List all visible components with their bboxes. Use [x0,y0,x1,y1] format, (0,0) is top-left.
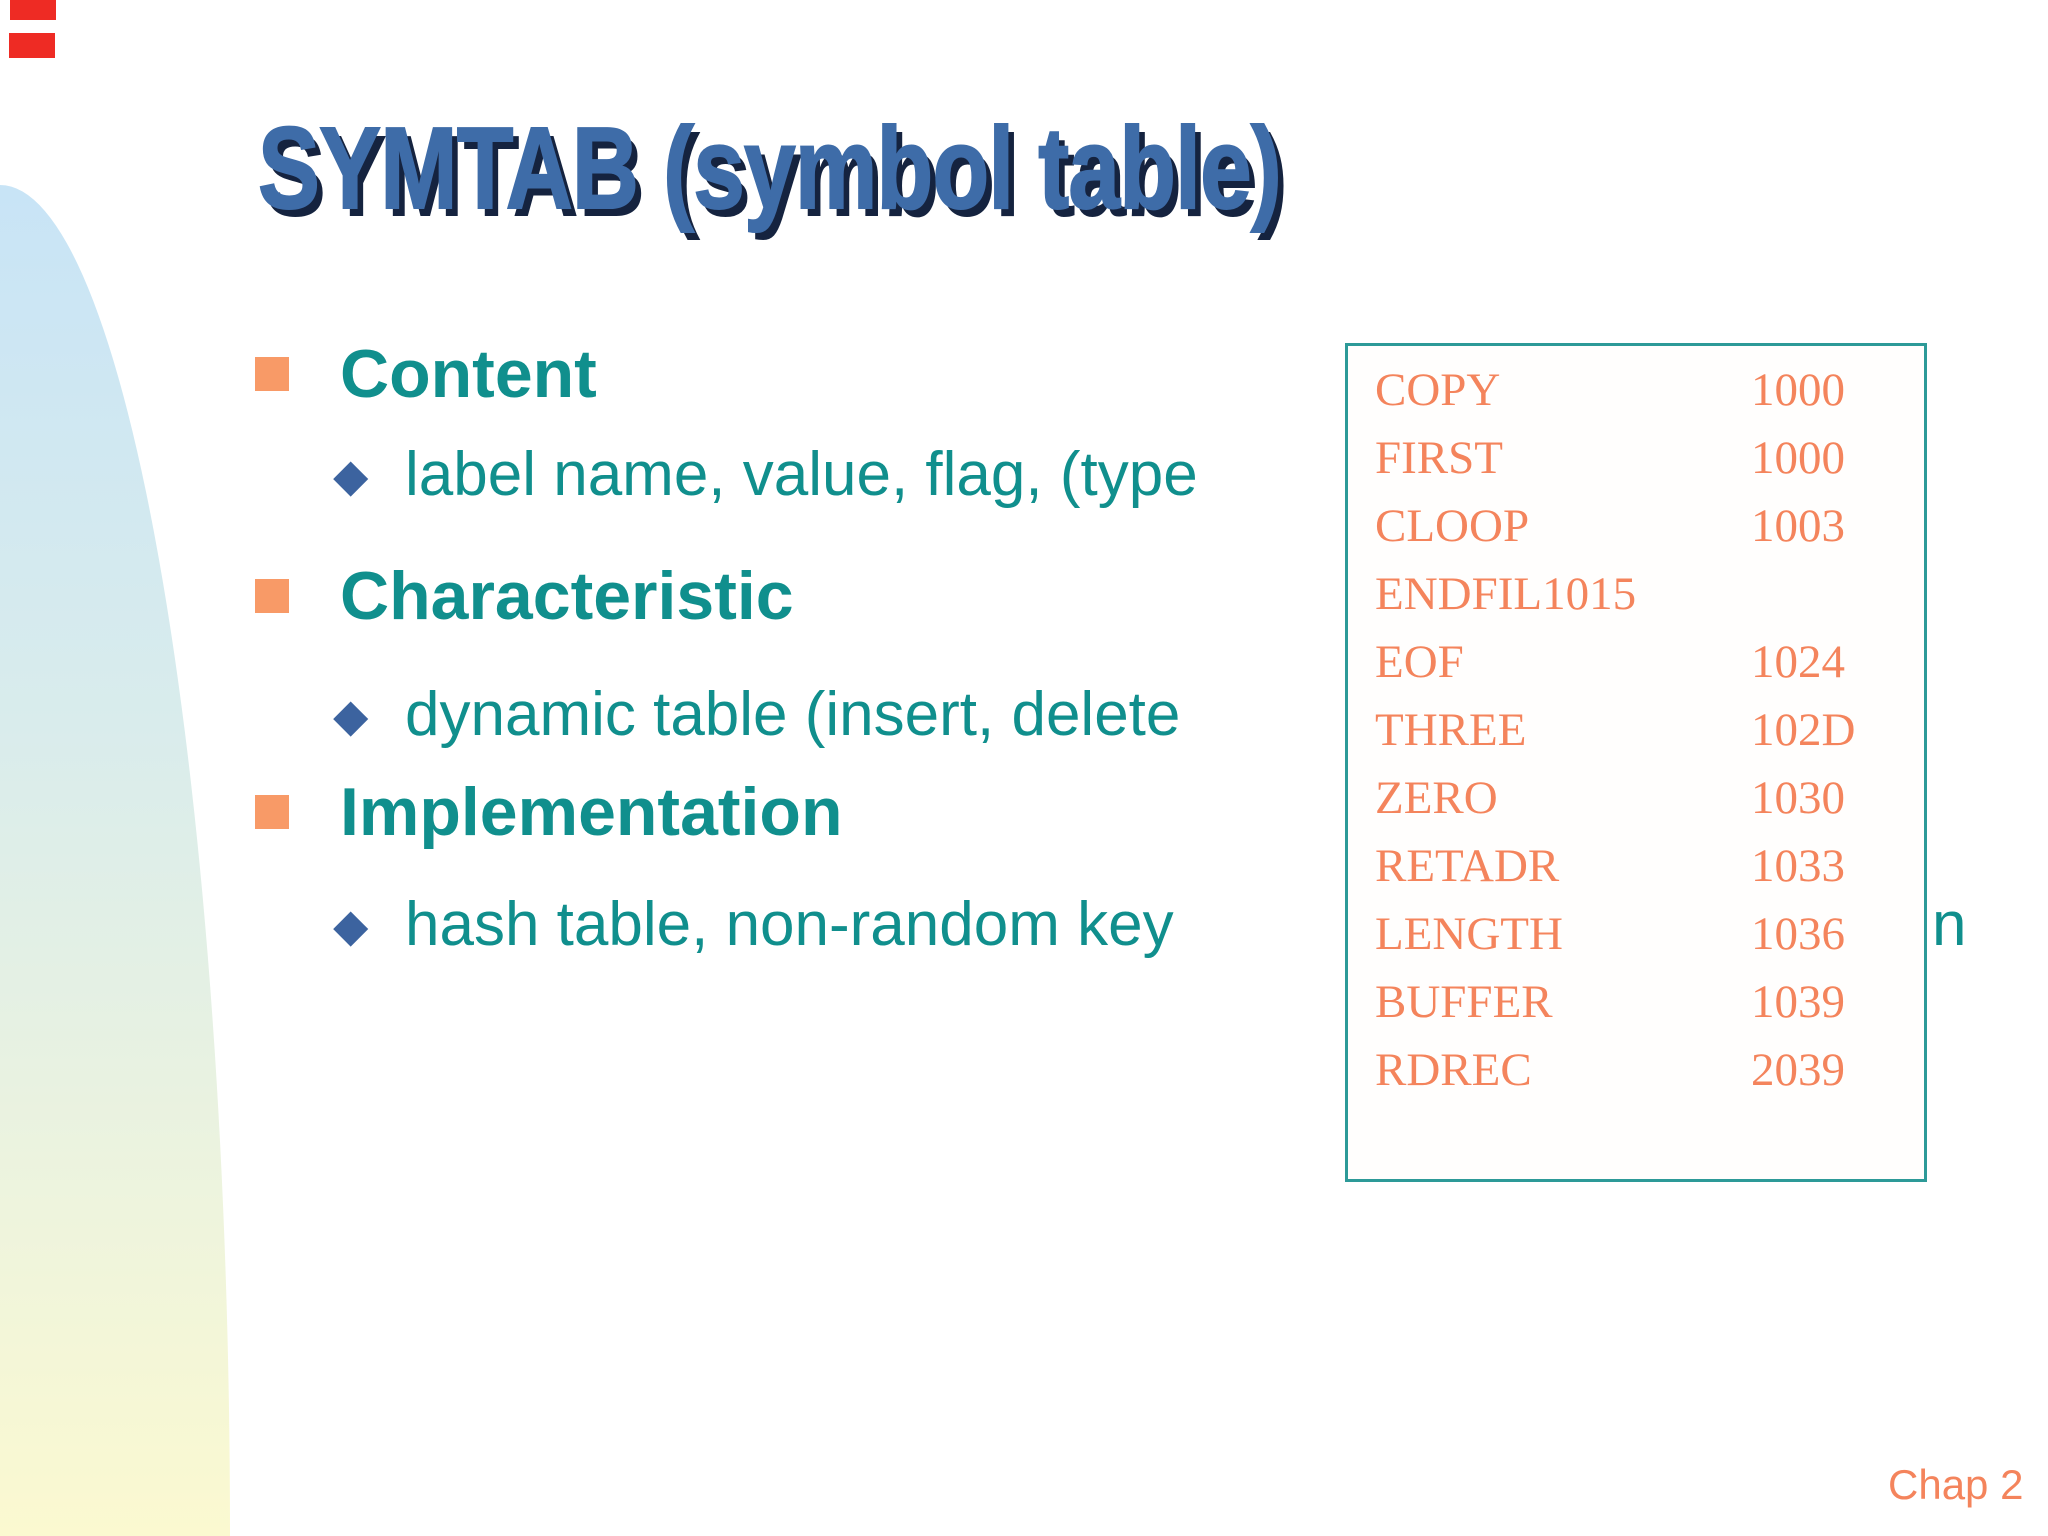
symbol-name: RDREC [1375,1044,1532,1096]
symbol-name: FIRST [1375,432,1503,484]
occluded-text-sliver: n [1932,890,1967,959]
table-row: EOF 1024 [1348,628,1924,696]
symbol-name: RETADR [1375,840,1560,892]
symbol-name: COPY [1375,364,1501,416]
symbol-name: CLOOP [1375,500,1530,552]
table-row: FIRST 1000 [1348,424,1924,492]
sub-bullet-text: hash table, non-random key [405,890,1174,959]
table-row: THREE 102D [1348,696,1924,764]
table-row: RDREC 2039 [1348,1036,1924,1104]
table-row: CLOOP 1003 [1348,492,1924,560]
symbol-name: BUFFER [1375,976,1553,1028]
blue-diamond-bullet-icon: ◆ [333,449,369,501]
red-corner-mark-icon [10,0,56,20]
red-corner-mark-icon [9,33,55,58]
page-label: Chap 2 [1888,1461,2024,1508]
symbol-address: 1039 [1751,976,1845,1028]
table-row: LENGTH 1036 [1348,900,1924,968]
table-row: BUFFER 1039 [1348,968,1924,1036]
heading-label: Implementation [340,774,843,850]
symbol-address: 1024 [1751,636,1845,688]
symbol-address: 1015 [1542,568,1637,620]
heading-label: Characteristic [340,558,794,634]
orange-square-bullet-icon [255,357,289,391]
symbol-address: 1036 [1751,908,1845,960]
symbol-address: 1003 [1751,500,1845,552]
sub-bullet-text: dynamic table (insert, delete [405,680,1181,749]
symbol-name: THREE [1375,704,1527,756]
slide-title: SYMTAB (symbol table) [257,103,1282,233]
heading-label: Content [340,336,597,412]
blue-diamond-bullet-icon: ◆ [333,899,369,951]
orange-square-bullet-icon [255,795,289,829]
symbol-address: 1000 [1751,432,1845,484]
symbol-name: LENGTH [1375,908,1563,960]
sub-bullet-text: label name, value, flag, (type [405,440,1198,509]
symbol-name: ENDFIL [1375,568,1543,620]
symbol-address: 2039 [1751,1044,1845,1096]
table-row: ZERO 1030 [1348,764,1924,832]
symbol-address: 102D [1751,704,1856,756]
symbol-address: 1000 [1751,364,1845,416]
symbol-address: 1033 [1751,840,1845,892]
left-gradient-decoration [0,185,230,1536]
symbol-name: EOF [1375,636,1464,688]
symbol-name: ZERO [1375,772,1498,824]
blue-diamond-bullet-icon: ◆ [333,689,369,741]
orange-square-bullet-icon [255,579,289,613]
table-row: COPY 1000 [1348,356,1924,424]
table-row: RETADR 1033 [1348,832,1924,900]
symbol-address: 1030 [1751,772,1845,824]
